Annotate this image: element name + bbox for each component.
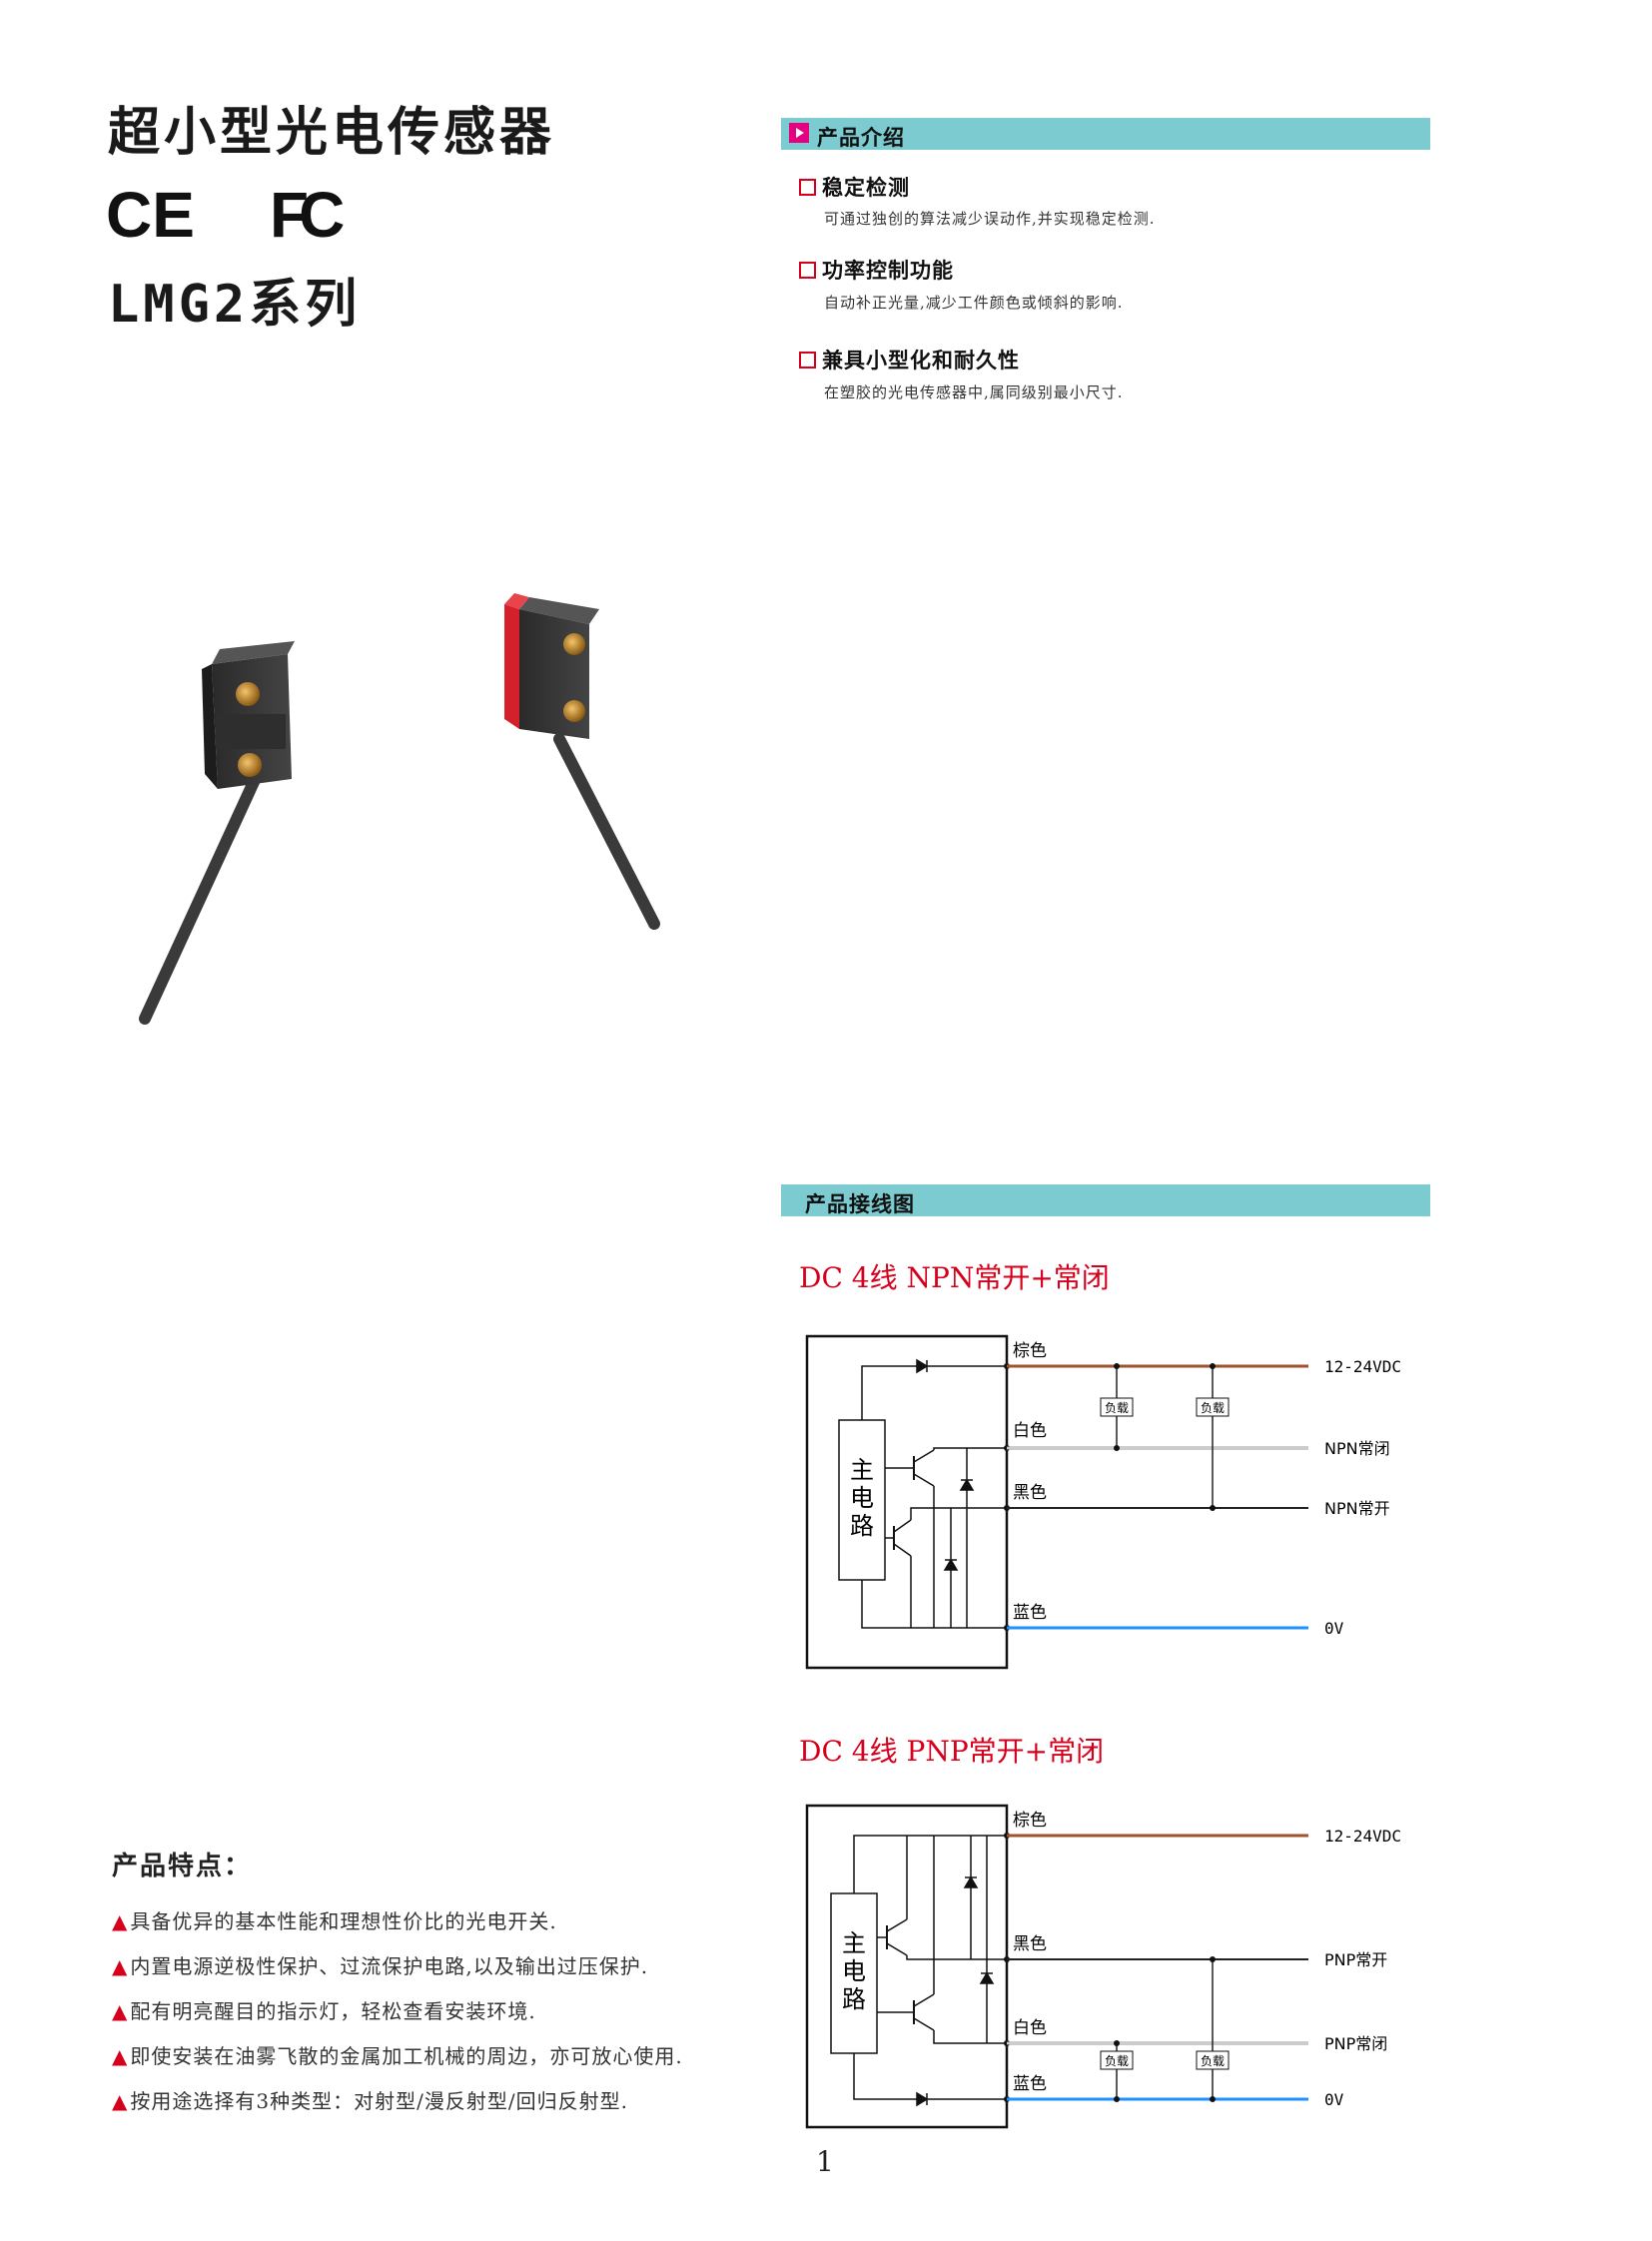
triangle-bullet-icon: ▲: [112, 1999, 129, 2023]
feature-title: 稳定检测: [799, 172, 910, 202]
features-title: 产品特点：: [112, 1852, 253, 1881]
svg-text:路: 路: [842, 1985, 866, 2013]
product-photos: [139, 593, 660, 1025]
wire-color-label: 黑色: [1013, 1934, 1047, 1954]
load-label: 负载: [1105, 1401, 1129, 1415]
checkbox-bullet-icon: [799, 352, 816, 369]
page-number: 1: [816, 2145, 834, 2178]
terminal-label: NPN常开: [1324, 1499, 1390, 1518]
play-arrow-icon: [789, 123, 809, 143]
triangle-bullet-icon: ▲: [112, 1909, 129, 1933]
wire-color-label: 白色: [1013, 2018, 1047, 2038]
wire-color-label: 黑色: [1013, 1483, 1047, 1503]
feature-title: 兼具小型化和耐久性: [799, 345, 1020, 374]
page-title: 超小型光电传感器: [108, 102, 556, 163]
terminal-label: 0V: [1324, 2090, 1344, 2109]
feature-description: 自动补正光量,减少工件颜色或倾斜的影响.: [824, 294, 1124, 312]
feature-title: 功率控制功能: [799, 255, 954, 285]
feature-list-item: ▲按用途选择有3种类型：对射型/漫反射型/回归反射型.: [112, 2089, 628, 2113]
diode-icon: [979, 1971, 995, 1984]
npn-wiring-diagram: 主 电 路 负载 负载 棕色 白色 黑色 蓝色 12-24VDC NPN常闭 N…: [805, 1334, 1401, 1670]
feature-list-item: ▲配有明亮醒目的指示灯，轻松查看安装环境.: [112, 1999, 536, 2023]
diode-icon: [943, 1558, 959, 1571]
intro-section-bar: 产品介绍: [781, 118, 1430, 150]
ce-mark: CE: [106, 179, 195, 251]
checkbox-bullet-icon: [799, 179, 816, 196]
feature-list-item: ▲具备优异的基本性能和理想性价比的光电开关.: [112, 1909, 557, 1933]
wiring-section-bar: 产品接线图: [781, 1184, 1430, 1216]
svg-text:电: 电: [842, 1957, 866, 1985]
pnp-wiring-diagram: 主 电 路 负载 负载 棕色 黑色 白色 蓝色 12-24VDC PNP常开 P…: [805, 1804, 1401, 2129]
main-circuit-label: 主: [850, 1456, 874, 1484]
npn-diagram-title: DC 4线 NPN常开+常闭: [799, 1261, 1110, 1294]
svg-text:路: 路: [850, 1512, 874, 1540]
diode-icon: [916, 2091, 929, 2107]
wiring-section-label: 产品接线图: [805, 1192, 915, 1216]
wire-color-label: 白色: [1013, 1421, 1047, 1441]
diode-icon: [963, 1875, 979, 1888]
terminal-label: 0V: [1324, 1619, 1344, 1638]
load-label: 负载: [1201, 1401, 1225, 1415]
svg-text:电: 电: [850, 1484, 874, 1512]
sensor-photo-right: [504, 593, 660, 930]
terminal-label: PNP常闭: [1324, 2034, 1387, 2053]
terminal-label: NPN常闭: [1324, 1439, 1390, 1458]
triangle-bullet-icon: ▲: [112, 2089, 129, 2113]
feature-description: 可通过独创的算法减少误动作,并实现稳定检测.: [824, 210, 1156, 228]
wire-color-label: 蓝色: [1013, 2074, 1047, 2094]
wire-color-label: 棕色: [1013, 1811, 1047, 1831]
feature-description: 在塑胶的光电传感器中,属同级别最小尺寸.: [824, 383, 1124, 401]
checkbox-bullet-icon: [799, 262, 816, 279]
load-label: 负载: [1105, 2054, 1129, 2068]
terminal-label: PNP常开: [1324, 1950, 1387, 1969]
series-title: LMG2系列: [108, 275, 362, 335]
triangle-bullet-icon: ▲: [112, 1954, 129, 1978]
wire-color-label: 棕色: [1013, 1341, 1047, 1361]
intro-section-label: 产品介绍: [817, 126, 905, 150]
sensor-photo-left: [139, 641, 295, 1025]
load-label: 负载: [1201, 2054, 1225, 2068]
triangle-bullet-icon: ▲: [112, 2044, 129, 2068]
pnp-diagram-title: DC 4线 PNP常开+常闭: [799, 1735, 1105, 1768]
wire-color-label: 蓝色: [1013, 1603, 1047, 1623]
terminal-label: 12-24VDC: [1324, 1357, 1401, 1376]
feature-list-item: ▲即使安装在油雾飞散的金属加工机械的周边，亦可放心使用.: [112, 2044, 683, 2068]
terminal-label: 12-24VDC: [1324, 1827, 1401, 1846]
diode-icon: [916, 1358, 929, 1374]
main-circuit-label: 主: [842, 1929, 866, 1957]
diode-icon: [959, 1478, 975, 1491]
feature-list-item: ▲内置电源逆极性保护、过流保护电路,以及输出过压保护.: [112, 1954, 649, 1978]
fcc-mark: FC: [270, 179, 345, 251]
